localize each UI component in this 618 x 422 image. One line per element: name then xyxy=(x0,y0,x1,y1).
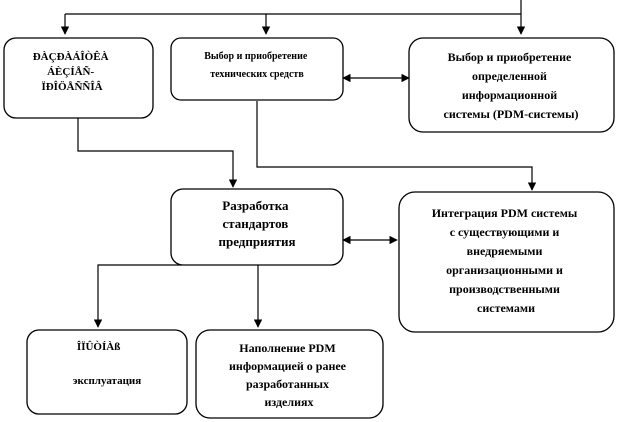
box-top-left-text: ÐÀÇÐÀÁÎÒÊÀ ÁÈÇÍÅÑ- ÏÐÎÖÅÑÑÎÂ xyxy=(33,51,112,93)
arrow-top-middle-to-right xyxy=(256,101,537,191)
box-right-frame xyxy=(398,191,615,333)
box-center-text: Разработка стандартов предприятия xyxy=(218,198,295,249)
box-center-frame xyxy=(170,188,344,266)
box-top-right-frame xyxy=(408,37,615,133)
box-top-right-text: Выбор и приобретение определенной информ… xyxy=(444,50,579,121)
box-bottom-middle-frame xyxy=(195,329,384,419)
box-right-text: Интеграция PDM системы с существующими и… xyxy=(432,206,581,315)
box-bottom-left-text: ÎÏÛÒÍÀß эксплуатация xyxy=(73,340,141,387)
box-top-middle-text: Выбор и приобретение технических средств xyxy=(204,51,310,80)
arrow-top-left-to-center xyxy=(77,118,238,188)
box-bottom-left-frame xyxy=(26,329,188,415)
box-top-left: ÐÀÇÐÀÁÎÒÊÀ ÁÈÇÍÅÑ- ÏÐÎÖÅÑÑÎÂ xyxy=(3,37,154,119)
box-center: Разработка стандартов предприятия xyxy=(170,188,344,266)
box-bottom-left: ÎÏÛÒÍÀß эксплуатация xyxy=(26,329,188,415)
connectors xyxy=(60,0,537,328)
box-right: Интеграция PDM системы с существующими и… xyxy=(398,191,615,333)
arrow-center-to-bottom-left xyxy=(93,264,182,328)
box-top-right: Выбор и приобретение определенной информ… xyxy=(408,37,615,133)
box-top-left-frame xyxy=(3,37,154,119)
box-bottom-middle: Наполнение PDM информацией о ранее разра… xyxy=(195,329,384,419)
box-top-middle-frame xyxy=(170,37,344,101)
box-top-middle: Выбор и приобретение технических средств xyxy=(170,37,344,101)
box-bottom-middle-text: Наполнение PDM информацией о ранее разра… xyxy=(229,341,349,409)
